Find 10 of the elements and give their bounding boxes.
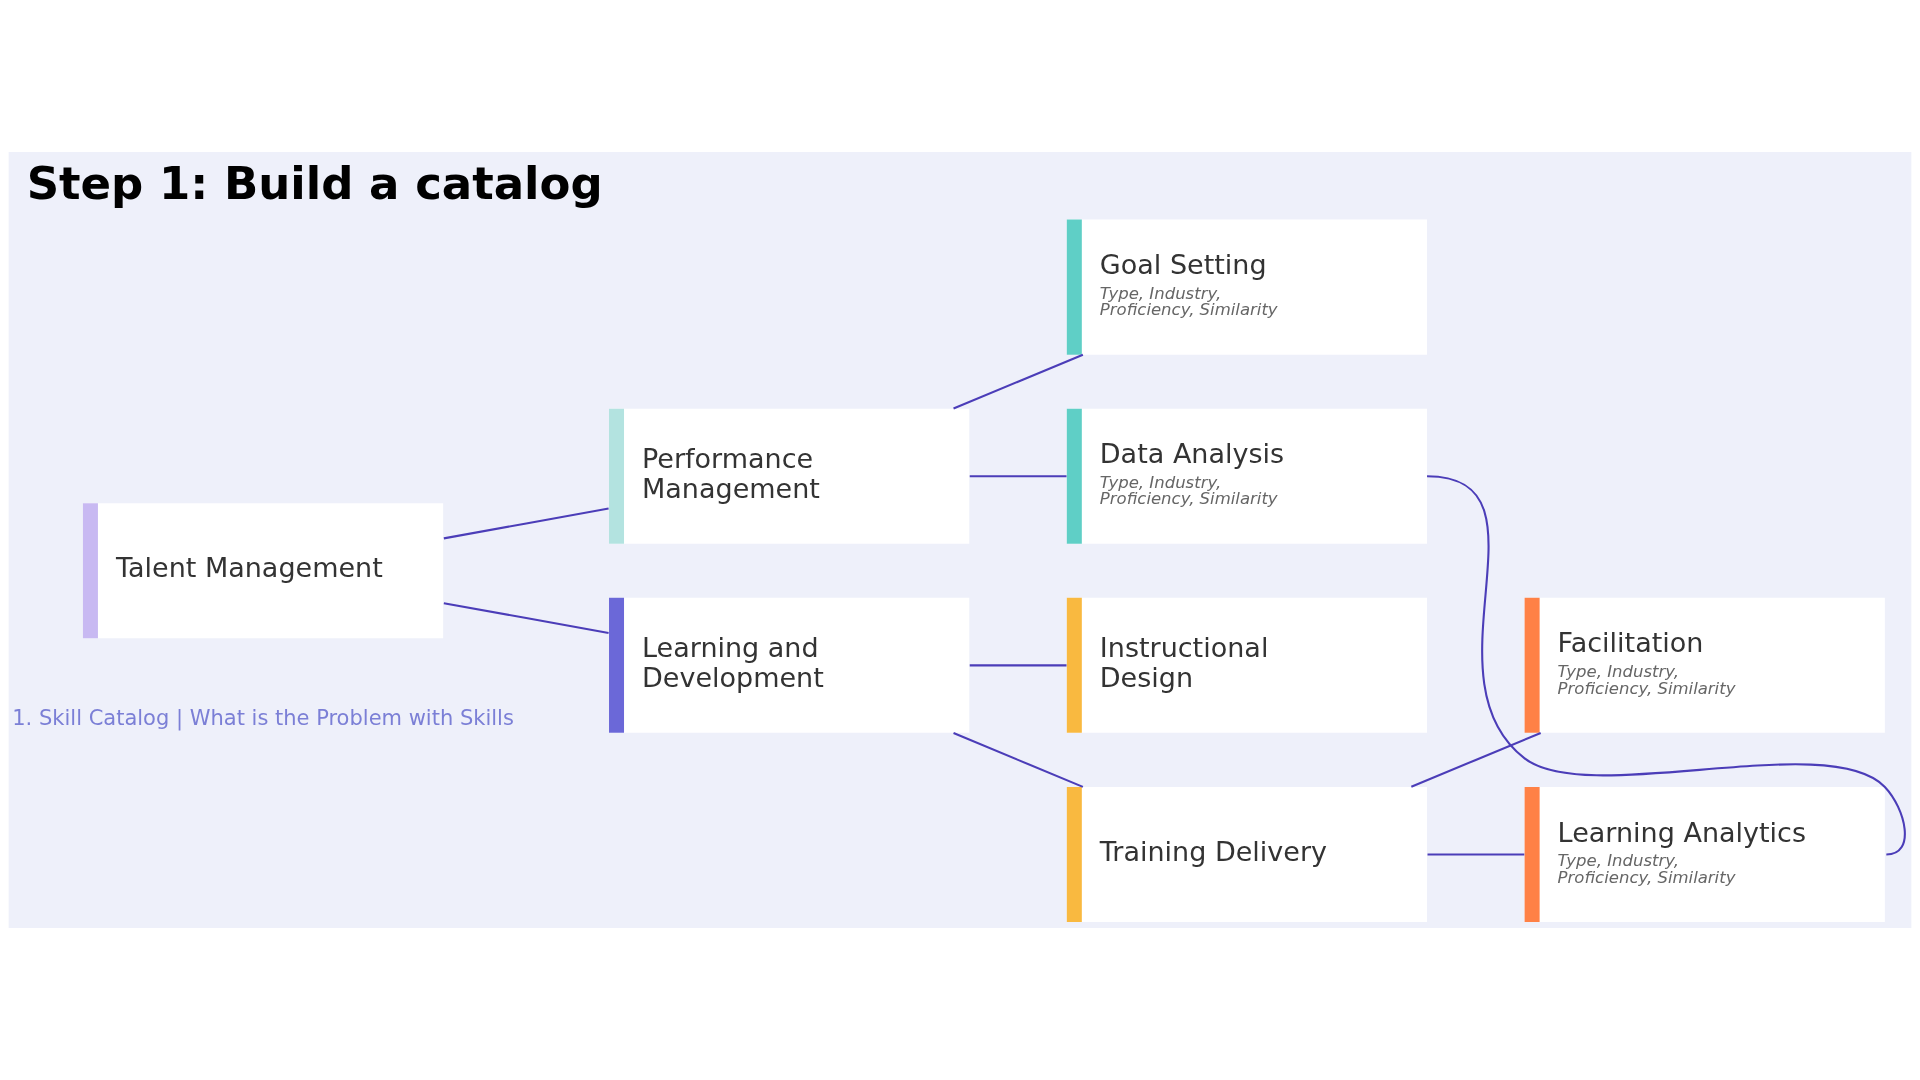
diagram-title: Step 1: Build a catalog [26,156,603,210]
connector [953,732,1084,788]
label: 1. Skill Catalog | What is the Problem with Skills [12,704,514,730]
connector [1410,731,1542,788]
connector [969,475,1067,478]
connector [1427,853,1525,856]
connector [443,507,609,540]
connector [953,353,1084,410]
connector [443,602,609,634]
connector [969,664,1067,667]
